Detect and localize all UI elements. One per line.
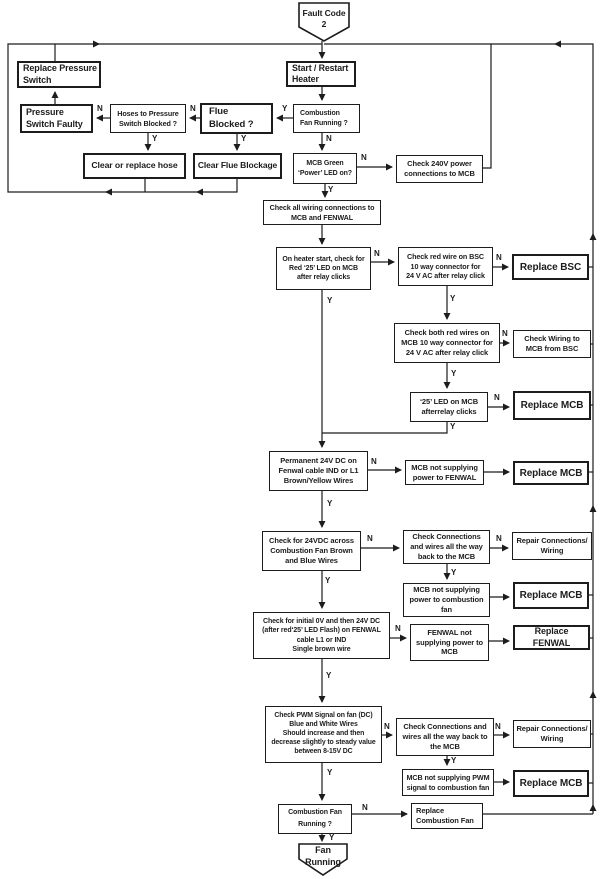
fan-running-pentagon-shape (298, 843, 348, 876)
node-fan-running: Fan Running (305, 844, 341, 867)
branch-label-n-on-heater-start: N (374, 249, 380, 258)
node-combustion-fan-running-top: Combustion Fan Running ? (293, 104, 360, 133)
branch-label-n-initial-0v: N (395, 624, 401, 633)
branch-label-n-24vdc-fan: N (367, 534, 373, 543)
node-check-240v-power: Check 240V power connections to MCB (396, 155, 483, 183)
branch-label-y-fan-running-bottom: Y (329, 833, 335, 842)
branch-label-y-pwm: Y (327, 768, 333, 777)
branch-label-y-on-heater-start: Y (327, 296, 333, 305)
node-clear-flue-blockage: Clear Flue Blockage (193, 153, 282, 179)
node-check-connections-1: Check Connections and wires all the way … (403, 530, 490, 564)
branch-label-n-fan-running-bottom: N (362, 803, 368, 812)
branch-label-y-both-red-wires: Y (451, 369, 457, 378)
branch-label-y-red-wire-bsc: Y (450, 294, 456, 303)
branch-label-n-mcb-green: N (361, 153, 367, 162)
node-check-both-red-wires: Check both red wires on MCB 10 way conne… (394, 323, 500, 363)
branch-label-n-25-led: N (494, 393, 500, 402)
node-replace-bsc: Replace BSC (512, 254, 589, 280)
branch-label-y-hoses: Y (152, 134, 158, 143)
branch-label-n-connections-1: N (496, 534, 502, 543)
node-replace-pressure-switch: Replace Pressure Switch (17, 61, 101, 88)
branch-label-y-initial-0v: Y (326, 671, 332, 680)
fault-code-pentagon-shape (298, 2, 350, 42)
node-flue-blocked: Flue Blocked ? (200, 103, 273, 134)
branch-label-y-permanent-24v: Y (327, 499, 333, 508)
node-start-restart-heater: Start / Restart Heater (286, 61, 356, 87)
node-mcb-green-power-led: MCB Green ‘Power’ LED on? (293, 153, 357, 184)
branch-label-n-permanent-24v: N (371, 457, 377, 466)
node-replace-mcb-1: Replace MCB (513, 391, 591, 420)
node-check-24vdc-fan-wires: Check for 24VDC across Combustion Fan Br… (262, 531, 361, 571)
node-check-initial-0v: Check for initial 0V and then 24V DC (af… (253, 612, 390, 659)
branch-label-y-25-led: Y (450, 422, 456, 431)
node-fault-code: Fault Code 2 (302, 7, 346, 29)
node-replace-fenwal: Replace FENWAL (513, 625, 590, 650)
node-repair-connections-1: Repair Connections/ Wiring (512, 532, 592, 560)
branch-label-n-red-wire-bsc: N (496, 253, 502, 262)
branch-label-n-pwm: N (384, 722, 390, 731)
branch-label-y-flue: Y (241, 134, 247, 143)
node-permanent-24v-fenwal: Permanent 24V DC on Fenwal cable IND or … (269, 451, 368, 491)
branch-label-y-mcb-green: Y (328, 185, 334, 194)
node-check-connections-2: Check Connections and wires all the way … (396, 718, 494, 756)
node-check-pwm-signal: Check PWM Signal on fan (DC) Blue and Wh… (265, 706, 382, 763)
node-clear-or-replace-hose: Clear or replace hose (83, 153, 186, 179)
node-combustion-fan-running-bottom: Combustion Fan Running ? (278, 804, 352, 834)
branch-label-y-fan-running-top: Y (282, 104, 288, 113)
node-25-led-on-mcb: ‘25’ LED on MCB afterrelay clicks (410, 392, 488, 422)
node-check-red-wire-bsc: Check red wire on BSC 10 way connector f… (398, 247, 493, 286)
node-on-heater-start-check-25-led: On heater start, check for Red ‘25’ LED … (276, 247, 371, 290)
node-replace-mcb-3: Replace MCB (513, 582, 589, 609)
node-replace-mcb-4: Replace MCB (513, 770, 589, 797)
node-fenwal-not-supplying: FENWAL not supplying power to MCB (410, 624, 489, 661)
branch-label-n-connections-2: N (495, 722, 501, 731)
node-check-wiring-mcb-from-bsc: Check Wiring to MCB from BSC (513, 330, 591, 358)
node-pressure-switch-faulty: Pressure Switch Faulty (20, 104, 93, 133)
branch-label-y-connections-1: Y (451, 568, 457, 577)
branch-label-y-connections-2: Y (451, 756, 457, 765)
branch-label-n-flue: N (190, 104, 196, 113)
node-mcb-not-supplying-fenwal: MCB not supplying power to FENWAL (405, 460, 484, 485)
node-mcb-not-supplying-pwm: MCB not supplying PWM signal to combusti… (402, 769, 494, 796)
branch-label-n-both-red-wires: N (502, 329, 508, 338)
branch-label-n-fan-running-top: N (326, 134, 332, 143)
node-replace-combustion-fan: Replace Combustion Fan (411, 803, 483, 829)
node-repair-connections-2: Repair Connections/ Wiring (513, 720, 591, 748)
branch-label-y-24vdc-fan: Y (325, 576, 331, 585)
branch-label-n-hoses: N (97, 104, 103, 113)
node-hoses-blocked: Hoses to Pressure Switch Blocked ? (110, 104, 186, 133)
node-check-all-wiring: Check all wiring connections to MCB and … (263, 200, 381, 225)
node-mcb-not-supplying-fan: MCB not supplying power to combustion fa… (403, 583, 490, 617)
node-replace-mcb-2: Replace MCB (513, 461, 589, 485)
